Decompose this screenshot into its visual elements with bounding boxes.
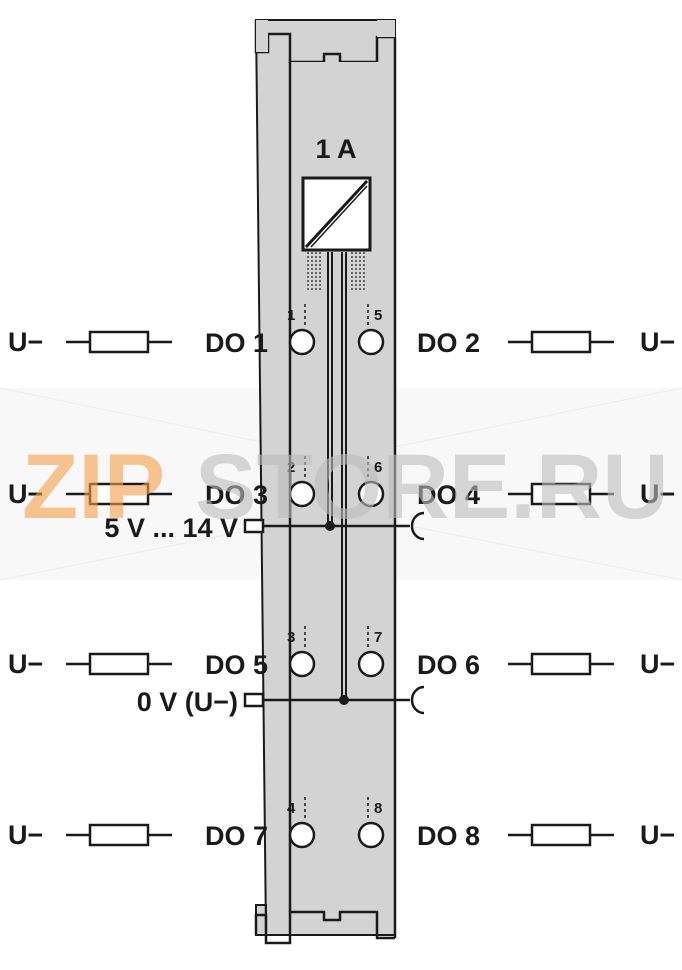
- channels: U−DO 11U−DO 25U−DO 32U−DO 46U−DO 53U−DO …: [8, 304, 675, 851]
- channel-label-do4: DO 4: [417, 480, 480, 510]
- supply-junction: [325, 521, 335, 531]
- channel-label-do5: DO 5: [205, 650, 268, 680]
- channel-label-do3: DO 3: [205, 480, 268, 510]
- channel-do1: U− DO 1 1: [8, 304, 316, 358]
- terminal-4: [288, 821, 316, 849]
- channel-do5: U− DO 5 3: [8, 626, 316, 680]
- terminal-number-1: 1: [287, 307, 295, 324]
- load-resistor-do7: [88, 823, 150, 847]
- load-label-do6: U−: [640, 649, 675, 679]
- channel-do8: U− DO 8 8: [357, 797, 675, 851]
- isolator-pins: [307, 252, 365, 292]
- load-resistor-do2: [530, 330, 592, 354]
- terminal-number-7: 7: [374, 629, 382, 646]
- bottom-clip: [254, 910, 395, 945]
- ground-rail: [243, 685, 425, 715]
- channel-do2: U− DO 2 5: [357, 304, 675, 358]
- channel-label-do2: DO 2: [417, 328, 480, 358]
- terminal-2: [288, 480, 316, 508]
- channel-do4: U− DO 4 6: [357, 456, 675, 510]
- channel-label-do7: DO 7: [205, 821, 268, 851]
- load-label-do8: U−: [640, 820, 675, 850]
- internal-bus: [327, 252, 347, 700]
- isolator-symbol: [301, 176, 372, 252]
- supply-rail: [243, 511, 425, 541]
- load-label-do3: U−: [8, 479, 43, 509]
- ground-junction: [339, 695, 349, 705]
- terminal-number-5: 5: [374, 307, 382, 324]
- load-label-do4: U−: [640, 479, 675, 509]
- channel-label-do6: DO 6: [417, 650, 480, 680]
- current-rating-label: 1 A: [315, 134, 356, 164]
- load-resistor-do8: [530, 823, 592, 847]
- supply-label: 5 V ... 14 V: [104, 513, 238, 543]
- terminal-number-3: 3: [287, 629, 295, 646]
- terminal-7: [357, 650, 385, 678]
- terminal-6: [357, 480, 385, 508]
- channel-label-do1: DO 1: [205, 328, 268, 358]
- channel-do7: U− DO 7 4: [8, 797, 316, 851]
- load-resistor-do6: [530, 652, 592, 676]
- ground-label: 0 V (U−): [137, 687, 238, 717]
- load-resistor-do1: [88, 330, 150, 354]
- channel-do6: U− DO 6 7: [357, 626, 675, 680]
- load-label-do5: U−: [8, 649, 43, 679]
- channel-do3: U− DO 3 2: [8, 456, 316, 510]
- terminal-3: [288, 650, 316, 678]
- terminal-8: [357, 821, 385, 849]
- svg-text:STORE.RU: STORE.RU: [195, 436, 669, 538]
- channel-label-do8: DO 8: [417, 821, 480, 851]
- load-label-do2: U−: [640, 327, 675, 357]
- load-resistor-do5: [88, 652, 150, 676]
- watermark-text: ZIP STORE.RU: [22, 436, 669, 538]
- terminal-number-4: 4: [287, 800, 296, 817]
- terminal-number-2: 2: [287, 459, 295, 476]
- terminal-number-6: 6: [374, 459, 382, 476]
- load-label-do7: U−: [8, 820, 43, 850]
- terminal-1: [288, 328, 316, 356]
- terminal-5: [357, 328, 385, 356]
- load-label-do1: U−: [8, 327, 43, 357]
- terminal-number-8: 8: [374, 800, 382, 817]
- svg-text:ZIP: ZIP: [22, 436, 165, 538]
